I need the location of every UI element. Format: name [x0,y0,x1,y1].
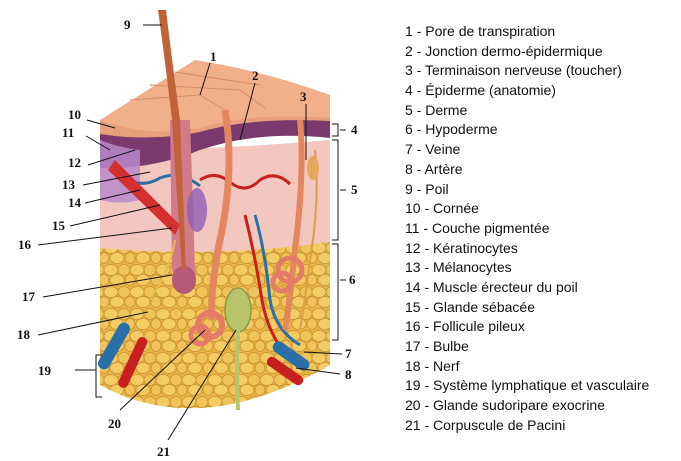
legend-item-10: 10 - Cornée [405,199,649,219]
label-13: 13 [62,177,76,192]
label-2: 2 [252,68,259,83]
label-7: 7 [345,346,352,361]
label-17: 17 [22,289,36,304]
bracket-epidermis [332,124,338,136]
bracket-dermis [332,140,338,240]
pacinian-corpuscle [225,288,251,332]
legend-item-20: 20 - Glande sudoripare exocrine [405,396,649,416]
label-1: 1 [210,49,217,64]
legend-item-16: 16 - Follicule pileux [405,317,649,337]
label-21: 21 [157,444,170,459]
sebaceous-gland [187,188,207,232]
label-3: 3 [300,89,307,104]
legend-item-3: 3 - Terminaison nerveuse (toucher) [405,61,649,81]
label-20: 20 [108,416,121,431]
legend-item-2: 2 - Jonction dermo-épidermique [405,42,649,62]
legend-item-13: 13 - Mélanocytes [405,258,649,278]
touch-receptor [307,156,319,180]
label-10: 10 [68,107,81,122]
label-9: 9 [124,17,131,32]
legend-item-15: 15 - Glande sébacée [405,298,649,318]
legend-item-11: 11 - Couche pigmentée [405,219,649,239]
label-15: 15 [52,218,66,233]
label-11: 11 [62,125,74,140]
legend-item-6: 6 - Hypoderme [405,120,649,140]
legend-item-18: 18 - Nerf [405,357,649,377]
label-5: 5 [351,182,358,197]
label-8: 8 [345,367,352,382]
label-19: 19 [38,363,52,378]
label-14: 14 [68,195,82,210]
legend-item-19: 19 - Système lymphatique et vasculaire [405,376,649,396]
legend-item-21: 21 - Corpuscule de Pacini [405,416,649,436]
legend-item-8: 8 - Artère [405,160,649,180]
legend-item-14: 14 - Muscle érecteur du poil [405,278,649,298]
legend-item-1: 1 - Pore de transpiration [405,22,649,42]
label-4: 4 [351,122,358,137]
bracket-hypodermis [332,244,338,340]
legend-item-9: 9 - Poil [405,180,649,200]
label-6: 6 [349,272,356,287]
skin-cross-section-diagram: 9 1 2 3 4 5 6 7 8 10 11 12 13 14 15 16 1… [0,0,390,461]
label-16: 16 [18,237,32,252]
label-12: 12 [68,155,81,170]
legend-item-4: 4 - Épiderme (anatomie) [405,81,649,101]
legend-item-5: 5 - Derme [405,101,649,121]
hair-bulb [172,266,196,294]
legend-item-7: 7 - Veine [405,140,649,160]
legend-list: 1 - Pore de transpiration 2 - Jonction d… [405,22,649,435]
legend-item-17: 17 - Bulbe [405,337,649,357]
pacini-nerve [237,330,238,410]
label-18: 18 [17,327,31,342]
legend-item-12: 12 - Kératinocytes [405,239,649,259]
